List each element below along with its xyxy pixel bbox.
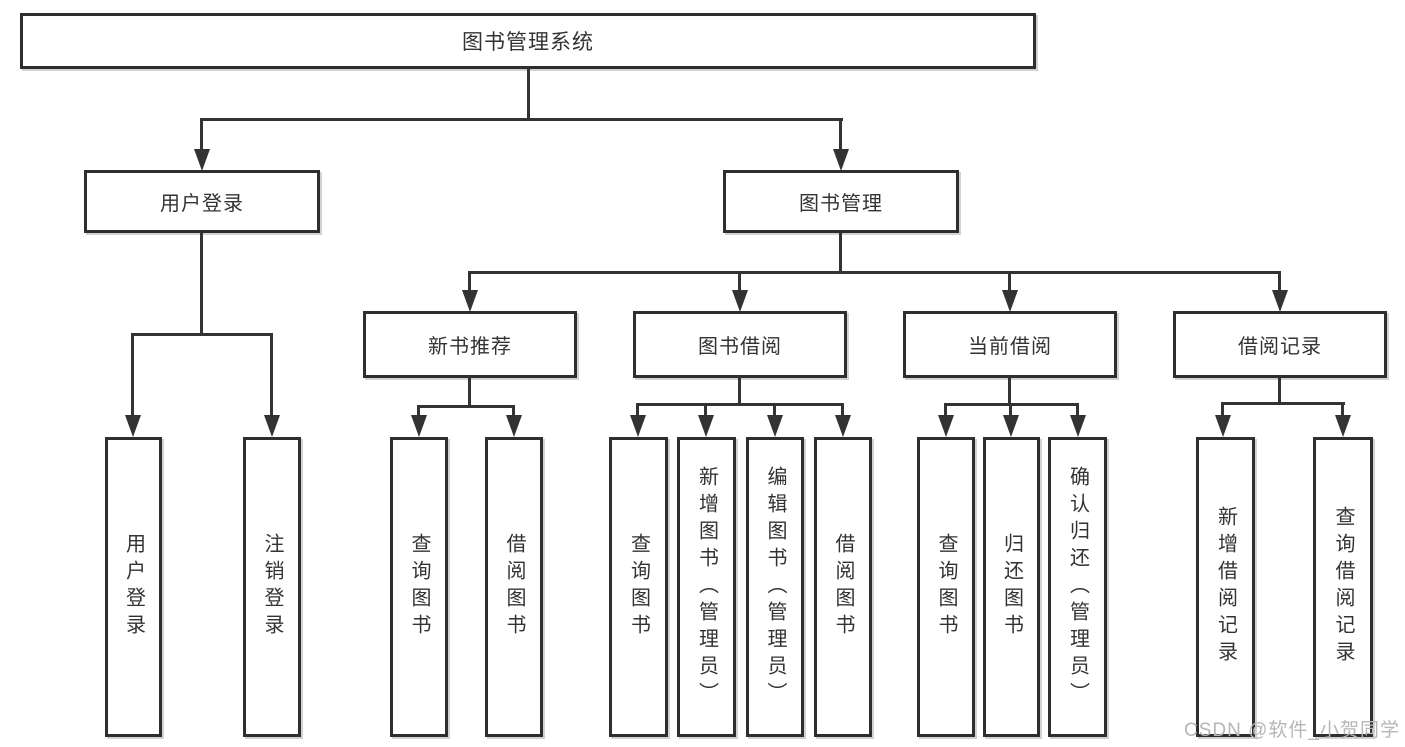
arrow-down-icon <box>1002 290 1018 312</box>
node-label: 用户登录 <box>160 193 244 215</box>
node-label: 借阅图书 <box>503 533 525 641</box>
connector-line <box>839 118 842 151</box>
node-label: 归还图书 <box>1000 533 1023 641</box>
node-label: 查询图书 <box>935 533 957 641</box>
node-label: 用户登录 <box>122 533 145 641</box>
connector-line <box>1076 403 1079 417</box>
node-current-borrowing: 当前借阅 <box>903 311 1117 378</box>
connector-line <box>527 67 530 120</box>
connector-line <box>468 377 471 407</box>
arrow-down-icon <box>506 415 522 437</box>
leaf-newbooks-query-books: 查询图书 <box>390 437 448 737</box>
leaf-current-confirm-return-admin: 确认归还（管理员） <box>1048 437 1107 737</box>
arrow-down-icon <box>1335 415 1351 437</box>
leaf-borrowing-edit-books-admin: 编辑图书（管理员） <box>746 437 804 737</box>
node-label: 图书管理系统 <box>462 31 594 54</box>
arrow-down-icon <box>411 415 427 437</box>
node-label: 借阅图书 <box>832 533 854 641</box>
connector-line <box>944 403 947 417</box>
leaf-borrowing-add-books-admin: 新增图书（管理员） <box>677 437 736 737</box>
node-book-management: 图书管理 <box>723 170 959 233</box>
connector-line <box>1278 271 1281 292</box>
arrow-down-icon <box>194 149 210 171</box>
connector-line <box>636 403 844 406</box>
arrow-down-icon <box>1003 415 1019 437</box>
connector-line <box>1008 271 1011 292</box>
leaf-borrowing-query-books: 查询图书 <box>609 437 668 737</box>
connector-line <box>839 233 842 274</box>
connector-line <box>1009 403 1012 417</box>
leaf-current-query-books: 查询图书 <box>917 437 975 737</box>
connector-line <box>1341 402 1344 417</box>
node-library-system: 图书管理系统 <box>20 13 1036 69</box>
leaf-records-add-record: 新增借阅记录 <box>1196 437 1255 737</box>
node-label: 确认归还（管理员） <box>1066 465 1089 709</box>
connector-line <box>512 405 515 417</box>
arrow-down-icon <box>1070 415 1086 437</box>
node-label: 借阅记录 <box>1238 336 1322 358</box>
connector-line <box>1221 402 1345 405</box>
connector-line <box>1008 377 1011 405</box>
connector-line <box>200 118 203 151</box>
node-user-login: 用户登录 <box>84 170 320 233</box>
connector-line <box>841 403 844 417</box>
node-label: 注销登录 <box>261 533 283 641</box>
arrow-down-icon <box>835 415 851 437</box>
connector-line <box>704 403 707 417</box>
connector-line <box>1278 377 1281 404</box>
connector-line <box>1221 402 1224 417</box>
node-label: 新增借阅记录 <box>1214 506 1237 668</box>
connector-line <box>738 377 741 405</box>
node-label: 新增图书（管理员） <box>695 465 718 709</box>
arrow-down-icon <box>264 415 280 437</box>
node-label: 当前借阅 <box>968 336 1052 358</box>
node-new-book-recommend: 新书推荐 <box>363 311 577 378</box>
arrow-down-icon <box>1272 290 1288 312</box>
leaf-newbooks-borrow-books: 借阅图书 <box>485 437 543 737</box>
arrow-down-icon <box>732 290 748 312</box>
arrow-down-icon <box>938 415 954 437</box>
node-label: 新书推荐 <box>428 336 512 358</box>
node-label: 查询图书 <box>627 533 650 641</box>
connector-line <box>468 271 1281 274</box>
node-borrowing-records: 借阅记录 <box>1173 311 1387 378</box>
connector-line <box>417 405 420 417</box>
leaf-records-query-record: 查询借阅记录 <box>1313 437 1373 737</box>
leaf-logout: 注销登录 <box>243 437 301 737</box>
leaf-user-login: 用户登录 <box>105 437 162 737</box>
connector-line <box>468 271 471 292</box>
arrow-down-icon <box>462 290 478 312</box>
arrow-down-icon <box>767 415 783 437</box>
arrow-down-icon <box>1215 415 1231 437</box>
node-book-borrowing: 图书借阅 <box>633 311 847 378</box>
connector-line <box>738 271 741 292</box>
connector-line <box>417 405 515 408</box>
connector-line <box>773 403 776 417</box>
arrow-down-icon <box>833 149 849 171</box>
arrow-down-icon <box>698 415 714 437</box>
node-label: 编辑图书（管理员） <box>764 465 786 709</box>
arrow-down-icon <box>125 415 141 437</box>
csdn-watermark: CSDN @软件_小贺同学 <box>1184 720 1400 741</box>
connector-line <box>200 118 843 121</box>
connector-line <box>636 403 639 417</box>
node-label: 图书管理 <box>799 193 883 215</box>
leaf-current-return-books: 归还图书 <box>983 437 1040 737</box>
leaf-borrowing-borrow-books: 借阅图书 <box>814 437 872 737</box>
arrow-down-icon <box>630 415 646 437</box>
connector-line <box>131 333 134 417</box>
connector-line <box>131 333 273 336</box>
connector-line <box>270 333 273 417</box>
node-label: 查询借阅记录 <box>1332 506 1354 668</box>
connector-line <box>200 233 203 335</box>
node-label: 图书借阅 <box>698 336 782 358</box>
node-label: 查询图书 <box>408 533 430 641</box>
